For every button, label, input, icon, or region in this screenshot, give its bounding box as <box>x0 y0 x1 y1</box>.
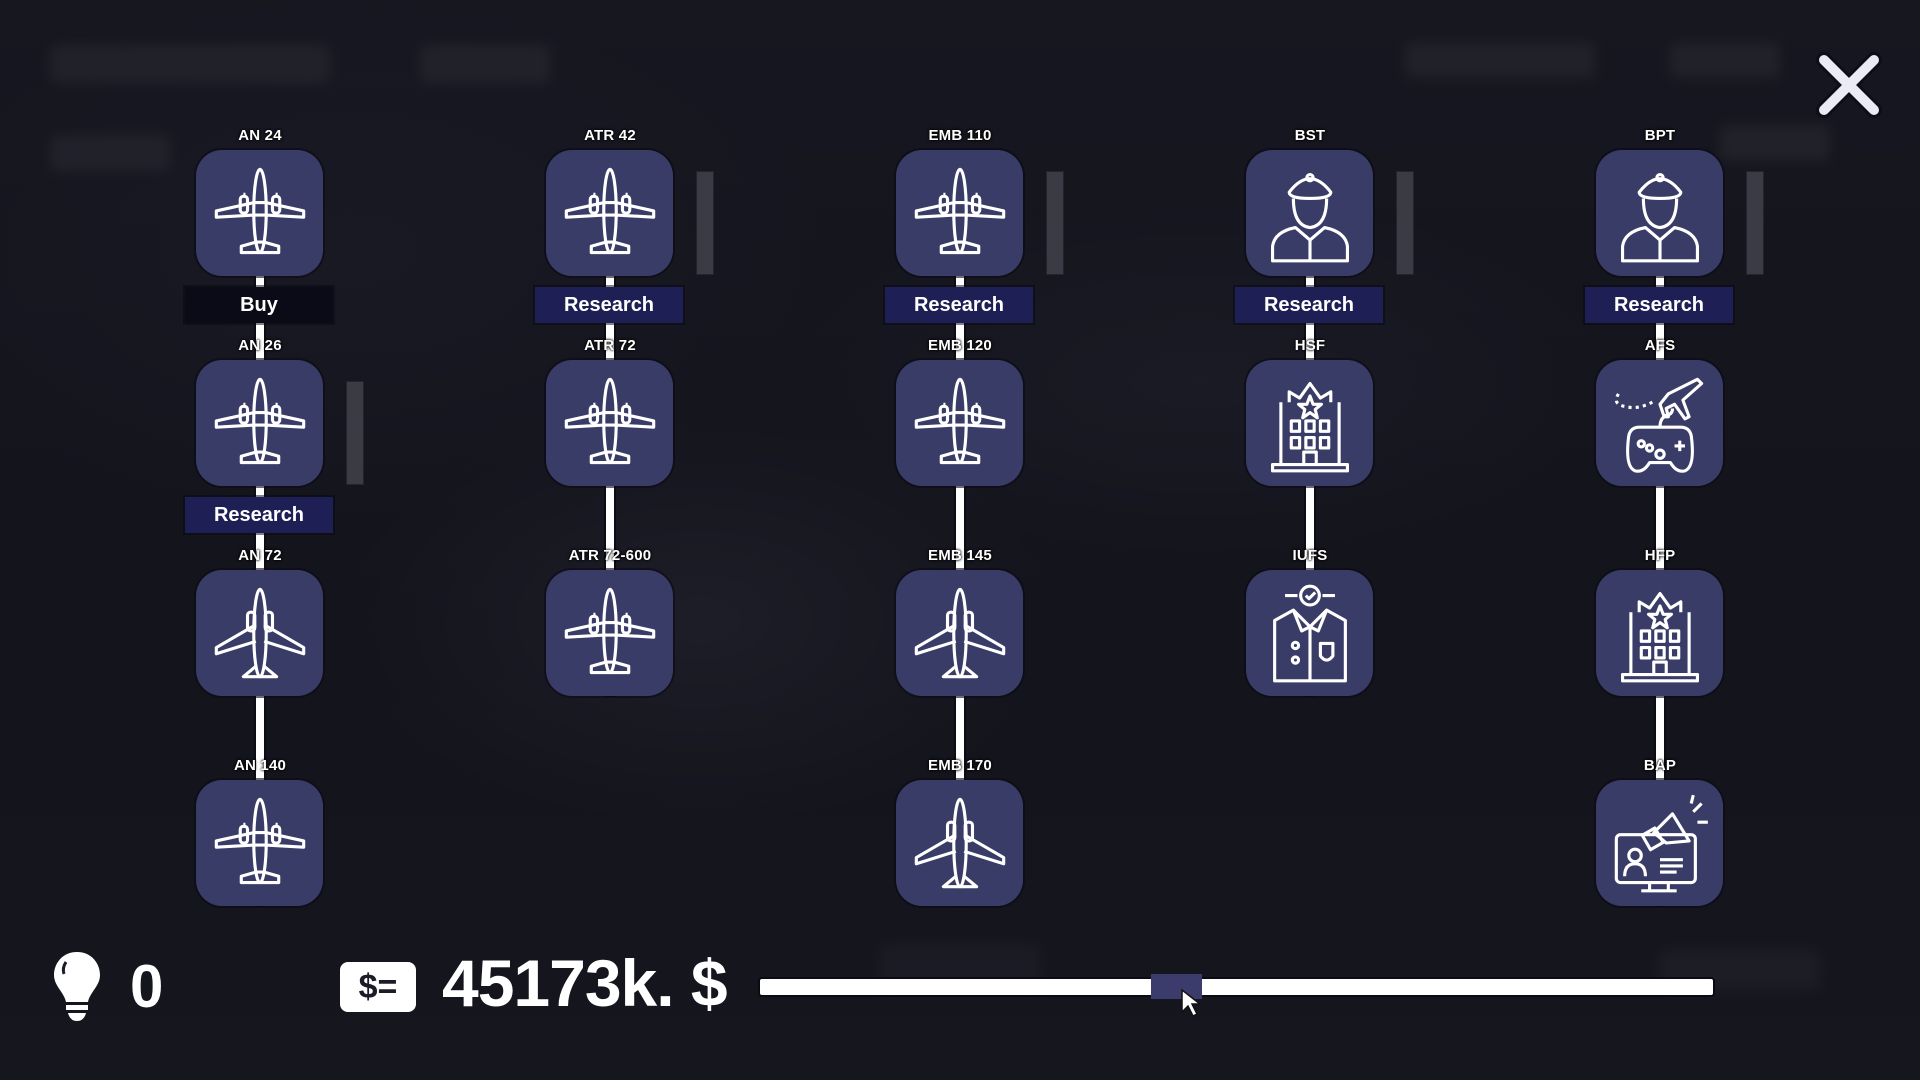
node-label: EMB 170 <box>928 757 992 774</box>
twin-prop-plane-icon <box>564 377 655 465</box>
tech-node-an24[interactable] <box>196 150 323 276</box>
node-label: HSF <box>1294 337 1326 354</box>
progress-bar-an26 <box>346 381 364 485</box>
blurred-hud-stat <box>420 45 550 83</box>
money-bill-icon: $= <box>340 962 416 1012</box>
node-label: ATR 72 <box>584 337 636 354</box>
close-x-icon <box>1816 52 1882 118</box>
node-label: AN 24 <box>238 127 282 144</box>
node-label: BPT <box>1644 127 1676 144</box>
twin-prop-plane-icon <box>214 797 305 885</box>
research-points-value: 0 <box>130 953 164 1020</box>
research-button[interactable]: Research <box>1585 287 1733 323</box>
progress-bar-bst <box>1396 171 1414 275</box>
tech-node-bpt[interactable] <box>1596 150 1723 276</box>
horizontal-scrollbar-track[interactable] <box>760 979 1713 995</box>
blurred-hud-date <box>1405 42 1595 78</box>
jet-plane-icon <box>214 587 305 679</box>
progress-bar-atr42 <box>696 171 714 275</box>
node-label: AN 26 <box>238 337 282 354</box>
twin-prop-plane-icon <box>914 167 1005 255</box>
close-button[interactable] <box>1814 52 1884 118</box>
tech-node-afs[interactable] <box>1596 360 1723 486</box>
research-button[interactable]: Research <box>1235 287 1383 323</box>
twin-prop-plane-icon <box>564 587 655 675</box>
tech-node-atr72-600[interactable] <box>546 570 673 696</box>
node-label: AN 72 <box>238 547 282 564</box>
progress-bar-emb110 <box>1046 171 1064 275</box>
tech-node-an26[interactable] <box>196 360 323 486</box>
node-label: ATR 42 <box>584 127 636 144</box>
research-button[interactable]: Research <box>885 287 1033 323</box>
blurred-hud-stat <box>50 135 170 171</box>
node-label: ATR 72-600 <box>568 547 652 564</box>
tech-node-atr72[interactable] <box>546 360 673 486</box>
tech-node-emb120[interactable] <box>896 360 1023 486</box>
hotel-staff-icon <box>1270 381 1349 473</box>
tech-node-an72[interactable] <box>196 570 323 696</box>
tech-node-emb170[interactable] <box>896 780 1023 906</box>
node-label: AFS <box>1644 337 1676 354</box>
progress-bar-bpt <box>1746 171 1764 275</box>
blurred-hud-stat <box>50 45 330 83</box>
twin-prop-plane-icon <box>564 167 655 255</box>
twin-prop-plane-icon <box>214 167 305 255</box>
node-label: EMB 110 <box>928 127 992 144</box>
node-label: AN 140 <box>233 757 287 774</box>
jet-airliner-icon <box>914 797 1005 889</box>
blurred-hud-time <box>1670 42 1780 78</box>
pilot-icon <box>1620 172 1699 263</box>
buy-button[interactable]: Buy <box>185 287 333 323</box>
flight-simulator-icon <box>1614 377 1703 473</box>
horizontal-scrollbar-thumb[interactable] <box>1151 974 1202 999</box>
rear-jet-plane-icon <box>914 587 1005 679</box>
lightbulb-icon <box>54 952 100 1021</box>
tech-node-an140[interactable] <box>196 780 323 906</box>
advertising-monitor-icon <box>1614 793 1709 893</box>
node-label: BST <box>1294 127 1326 144</box>
twin-prop-plane-icon <box>914 377 1005 465</box>
mouse-cursor-icon <box>1181 988 1203 1018</box>
tech-node-iufs[interactable] <box>1246 570 1373 696</box>
stewardess-icon <box>1270 172 1349 263</box>
node-label: IUFS <box>1292 547 1328 564</box>
tech-node-hfp[interactable] <box>1596 570 1723 696</box>
tech-node-emb110[interactable] <box>896 150 1023 276</box>
tech-node-emb145[interactable] <box>896 570 1023 696</box>
blurred-hud-speed <box>1720 125 1830 161</box>
research-button[interactable]: Research <box>185 497 333 533</box>
money-balance: 45173k. $ <box>442 946 728 1020</box>
node-label: HFP <box>1644 547 1676 564</box>
research-button[interactable]: Research <box>535 287 683 323</box>
uniform-icon <box>1272 584 1347 683</box>
tech-node-atr42[interactable] <box>546 150 673 276</box>
node-label: EMB 120 <box>928 337 992 354</box>
node-label: BAP <box>1643 757 1677 774</box>
tech-node-bap[interactable] <box>1596 780 1723 906</box>
tech-node-bst[interactable] <box>1246 150 1373 276</box>
hotel-pilot-icon <box>1620 591 1699 683</box>
node-label: EMB 145 <box>928 547 992 564</box>
twin-prop-cargo-plane-icon <box>214 377 305 465</box>
tech-node-hsf[interactable] <box>1246 360 1373 486</box>
